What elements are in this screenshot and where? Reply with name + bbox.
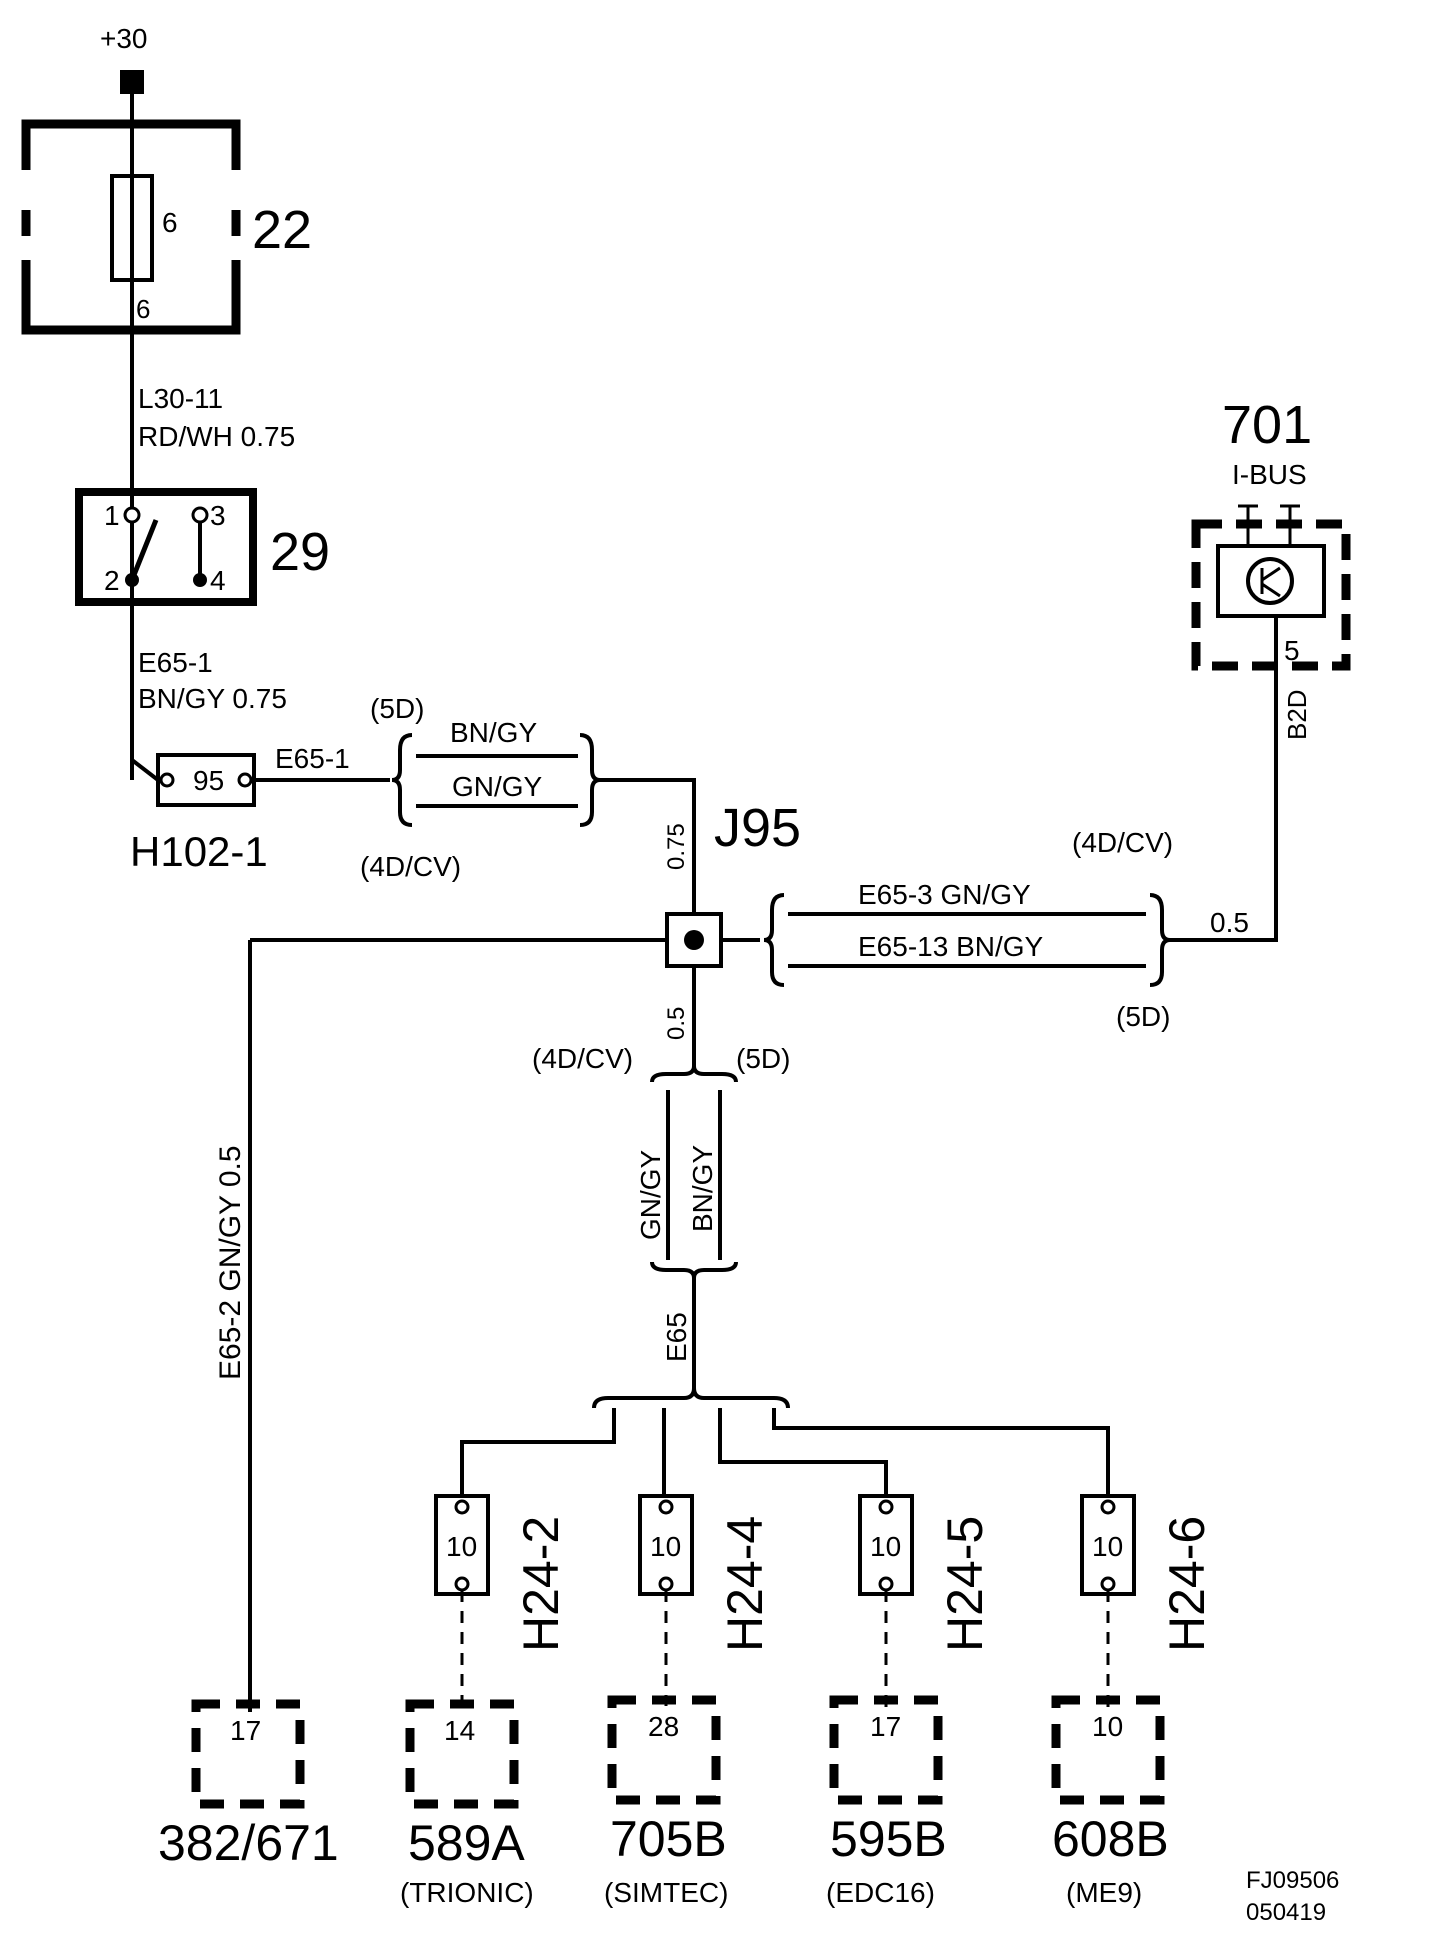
- module-595b-pin: 17: [870, 1711, 901, 1742]
- module-705b-id: 705B: [610, 1811, 727, 1867]
- fusebox-id: 22: [252, 200, 312, 260]
- footer-date: 050419: [1246, 1899, 1326, 1926]
- wire-switch-spec: BN/GY 0.75: [138, 683, 287, 714]
- bundle-right-5d: (5D): [1116, 1001, 1170, 1032]
- supply-label: +30: [100, 23, 148, 54]
- h24-6-id: H24-6: [1159, 1516, 1215, 1652]
- h24-2-pin: 10: [446, 1531, 477, 1562]
- module-595b-name: (EDC16): [826, 1877, 935, 1908]
- module-608b-name: (ME9): [1066, 1877, 1142, 1908]
- ibus-module-id: 701: [1222, 395, 1312, 455]
- module-608b-pin: 10: [1092, 1711, 1123, 1742]
- bundle-top: (5D) (4D/CV) BN/GY GN/GY: [360, 693, 696, 920]
- h24-6-pin: 10: [1092, 1531, 1123, 1562]
- bundle-top-5d: (5D): [370, 693, 424, 724]
- ibus-module-pin: 5: [1284, 635, 1300, 666]
- h102-id: H102-1: [130, 828, 268, 875]
- ibus-module-701: 701 I-BUS 5 B2D: [1191, 395, 1351, 740]
- h24-connector-2: 10 H24-4: [638, 1494, 773, 1706]
- bundle-down-5d: (5D): [736, 1043, 790, 1074]
- ibus-module-label: I-BUS: [1232, 459, 1307, 490]
- fuse-pin: 6: [136, 294, 150, 324]
- fusebox-22: 6 6 22: [21, 119, 312, 335]
- module-595b: 17 595B (EDC16): [826, 1695, 947, 1908]
- module-705b: 28 705B (SIMTEC): [604, 1695, 728, 1908]
- h24-connector-3: 10 H24-5: [858, 1494, 993, 1708]
- bundle-down-harness: E65: [661, 1312, 692, 1362]
- fuse-number: 6: [162, 207, 178, 238]
- ibus-module-wire: B2D: [1282, 689, 1312, 740]
- bundle-top-color-1: BN/GY: [450, 717, 537, 748]
- h102-pin: 95: [193, 765, 224, 796]
- module-589a-name: (TRIONIC): [400, 1877, 534, 1908]
- module-705b-pin: 28: [648, 1711, 679, 1742]
- bundle-right-4d: (4D/CV): [1072, 827, 1173, 858]
- supply-terminal: [120, 70, 144, 94]
- splice-wire-up: 0.75: [663, 823, 690, 870]
- h24-connector-1: 10 H24-2: [434, 1494, 569, 1712]
- module-589a-pin: 14: [444, 1715, 475, 1746]
- switch-29: 1 2 3 4 29: [75, 485, 330, 610]
- bundle-down-color-1: GN/GY: [635, 1149, 666, 1240]
- wire-top-code: L30-11: [138, 383, 223, 414]
- switch-pin-2: 2: [104, 565, 120, 596]
- h102-wire: E65-1: [275, 743, 350, 774]
- splice-wire-down: 0.5: [663, 1007, 690, 1040]
- splice-j95: 0.75 J95 0.5: [250, 798, 801, 1070]
- bundle-top-color-2: GN/GY: [452, 771, 543, 802]
- h24-4-pin: 10: [650, 1531, 681, 1562]
- module-705b-name: (SIMTEC): [604, 1877, 728, 1908]
- switch-pin-4: 4: [210, 565, 226, 596]
- footer-ref: FJ09506: [1246, 1867, 1339, 1894]
- switch-pin-3: 3: [210, 500, 226, 531]
- left-wire-label: E65-2 GN/GY 0.5: [214, 1145, 247, 1380]
- switch-pin-1: 1: [104, 500, 120, 531]
- module-382-671: 17 382/671: [158, 1699, 339, 1871]
- module-589a: 14 589A (TRIONIC): [400, 1699, 534, 1908]
- bundle-right-wire-size: 0.5: [1210, 907, 1249, 938]
- bundle-right: (4D/CV) (5D) E65-3 GN/GY E65-13 BN/GY 0.…: [763, 650, 1278, 1032]
- bundle-down: (4D/CV) (5D) GN/GY BN/GY E65: [532, 1043, 790, 1409]
- bundle-right-line-2: E65-13 BN/GY: [858, 931, 1044, 962]
- module-608b: 10 608B (ME9): [1051, 1695, 1169, 1908]
- h24-connector-4: 10 H24-6: [1080, 1494, 1215, 1708]
- bundle-down-color-2: BN/GY: [687, 1145, 718, 1232]
- left-wire: E65-2 GN/GY 0.5: [214, 940, 252, 1712]
- branch-wires: [460, 1408, 1110, 1496]
- splice-id: J95: [714, 798, 801, 858]
- module-382-id: 382/671: [158, 1815, 339, 1871]
- h24-4-id: H24-4: [717, 1516, 773, 1652]
- module-589a-id: 589A: [408, 1815, 525, 1871]
- h24-5-id: H24-5: [937, 1516, 993, 1652]
- wire-switch-code: E65-1: [138, 647, 213, 678]
- bundle-right-line-1: E65-3 GN/GY: [858, 879, 1031, 910]
- connector-h102: 95 H102-1 E65-1: [130, 743, 390, 875]
- h24-5-pin: 10: [870, 1531, 901, 1562]
- wire-top-spec: RD/WH 0.75: [138, 421, 295, 452]
- bundle-top-4d: (4D/CV): [360, 851, 461, 882]
- module-595b-id: 595B: [830, 1811, 947, 1867]
- h24-2-id: H24-2: [513, 1516, 569, 1652]
- module-382-pin: 17: [230, 1715, 261, 1746]
- switch-id: 29: [270, 522, 330, 582]
- bundle-down-4d: (4D/CV): [532, 1043, 633, 1074]
- module-608b-id: 608B: [1052, 1811, 1169, 1867]
